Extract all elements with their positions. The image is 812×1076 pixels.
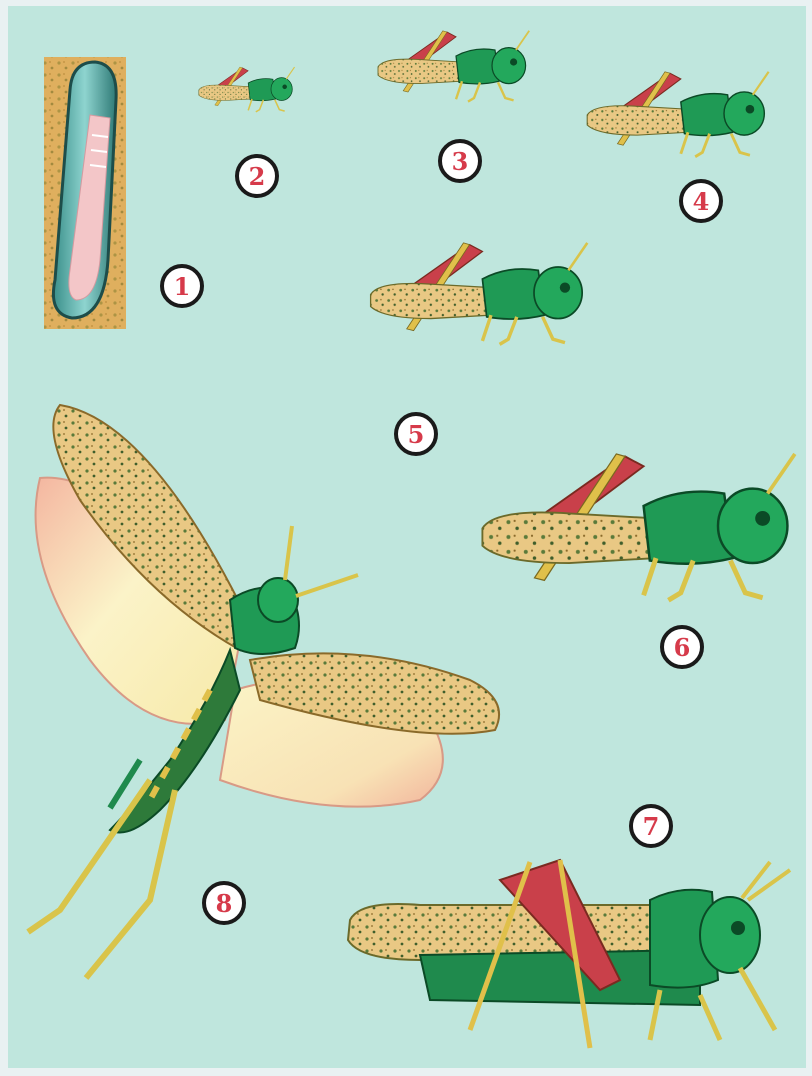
stage-label-6: 6 bbox=[662, 627, 702, 667]
stage-label-8: 8 bbox=[204, 883, 244, 923]
svg-text:6: 6 bbox=[674, 633, 691, 662]
stage-1-egg-pod bbox=[44, 57, 126, 329]
svg-text:1: 1 bbox=[174, 272, 191, 301]
stage-label-1: 1 bbox=[162, 266, 202, 306]
svg-text:5: 5 bbox=[408, 420, 425, 449]
stage-label-7: 7 bbox=[631, 806, 671, 846]
stage-label-2: 2 bbox=[237, 156, 277, 196]
svg-text:4: 4 bbox=[693, 187, 710, 216]
stage-label-5: 5 bbox=[396, 414, 436, 454]
svg-text:7: 7 bbox=[643, 812, 660, 841]
svg-text:8: 8 bbox=[216, 889, 233, 918]
stage-label-4: 4 bbox=[681, 181, 721, 221]
svg-text:2: 2 bbox=[249, 162, 266, 191]
svg-text:3: 3 bbox=[452, 147, 469, 176]
stage-label-3: 3 bbox=[440, 141, 480, 181]
